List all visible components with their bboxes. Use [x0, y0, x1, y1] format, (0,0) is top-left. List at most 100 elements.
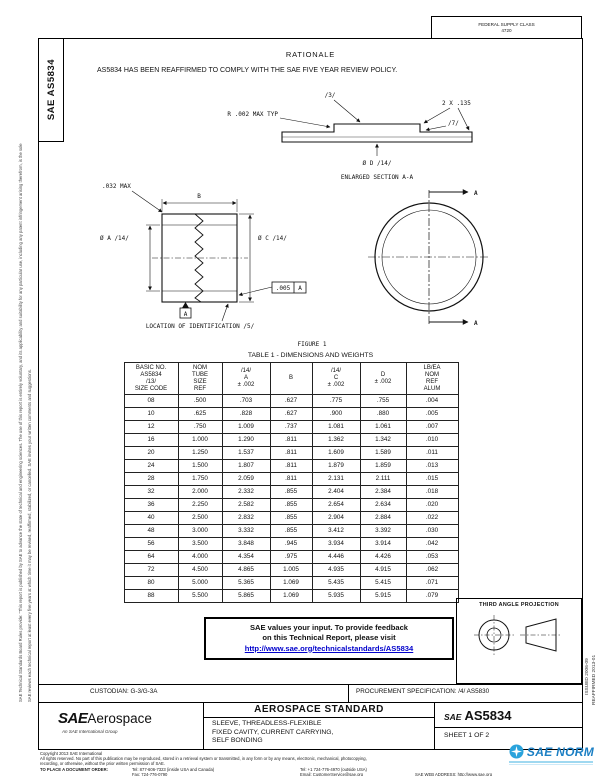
table-cell: 1.362	[311, 433, 361, 448]
table-cell: 24	[123, 459, 179, 474]
feedback-url-link[interactable]: http://www.sae.org/technicalstandards/AS…	[244, 643, 414, 653]
doc-number-sae-label: SAE	[444, 712, 462, 722]
table-cell: .775	[311, 394, 361, 409]
callout-chamfer: 2 X .135	[442, 100, 471, 107]
side-section-view: .032 MAX B Ø A /14/ Ø C /14/ .005 A	[100, 183, 307, 330]
table-cell: 12	[123, 420, 179, 435]
table-cell: 4.354	[221, 549, 271, 564]
table-cell: 5.500	[177, 588, 223, 603]
reaffirmed-date-vertical: REAFFIRMED 2013-01	[592, 654, 597, 705]
table-cell: .855	[269, 497, 313, 512]
table-cell: 1.250	[177, 446, 223, 461]
callout-dia-a: Ø A /14/	[100, 235, 129, 242]
table-cell: 5.935	[311, 588, 361, 603]
table-cell: .007	[405, 420, 459, 435]
title-block-divider-right	[434, 702, 435, 750]
table-cell: .828	[221, 407, 271, 422]
rationale-body: AS5834 HAS BEEN REAFFIRMED TO COMPLY WIT…	[97, 67, 398, 74]
table-cell: 1.000	[177, 433, 223, 448]
table-cell: .625	[177, 407, 223, 422]
class-box-line2: 4720	[501, 27, 512, 33]
table-cell: 16	[123, 433, 179, 448]
table-cell: .500	[177, 394, 223, 409]
figure-caption: FIGURE 1	[298, 341, 327, 348]
fcf-value: .005	[276, 285, 291, 292]
table-cell: 5.865	[221, 588, 271, 603]
table-cell: .811	[269, 446, 313, 461]
saenorm-text: SAE NORM	[526, 744, 594, 759]
table-cell: .855	[269, 523, 313, 538]
feature-control-frame: .005 A	[238, 281, 307, 297]
logo-aerospace-text: Aerospace	[87, 711, 152, 726]
table-cell: 4.500	[177, 562, 223, 577]
table-cell: 3.500	[177, 536, 223, 551]
identification-note: LOCATION OF IDENTIFICATION /5/	[146, 323, 255, 330]
table-cell: 2.832	[221, 510, 271, 525]
table-cell: 3.914	[359, 536, 407, 551]
table-cell: .900	[311, 407, 361, 422]
table-header-cell: B	[269, 361, 313, 396]
table-cell: .020	[405, 497, 459, 512]
table-cell: 1.750	[177, 472, 223, 486]
callout-note3: /3/	[325, 92, 336, 99]
table-cell: 1.807	[221, 459, 271, 474]
title-block-divider-left	[203, 702, 204, 750]
callout-dia-c: Ø C /14/	[258, 235, 287, 242]
table-cell: .855	[269, 510, 313, 525]
title-block-top-line	[38, 702, 583, 703]
table-cell: 4.915	[359, 562, 407, 577]
table-cell: 4.426	[359, 549, 407, 564]
table-cell: .627	[269, 407, 313, 422]
rationale-title: RATIONALE	[285, 50, 336, 59]
table-cell: 2.404	[311, 484, 361, 499]
fcf-datum: A	[298, 285, 302, 292]
table-cell: 2.332	[221, 484, 271, 499]
table-cell: .855	[269, 484, 313, 499]
table-cell: 08	[123, 394, 179, 409]
table-cell: 2.111	[359, 472, 407, 486]
doc-type-heading: AEROSPACE STANDARD	[254, 704, 384, 715]
table-cell: 32	[123, 484, 179, 499]
table-cell: 2.634	[359, 497, 407, 512]
table-cell: .005	[405, 407, 459, 422]
enlarged-section-view: /3/ R .002 MAX TYP 2 X .135 /7/ Ø D /14/…	[227, 92, 473, 181]
table-header-cell: LB/EA NOM REF ALUM	[405, 361, 459, 396]
callout-note7: /7/	[448, 120, 459, 127]
table-cell: .018	[405, 484, 459, 499]
table-cell: .755	[359, 394, 407, 409]
custodian-text: CUSTODIAN: G-3/G-3A	[90, 688, 158, 695]
class-box-line1: FEDERAL SUPPLY CLASS	[478, 21, 535, 27]
table-cell: 3.848	[221, 536, 271, 551]
order-fax: Fax: 724-776-0790	[132, 772, 168, 776]
order-tel-international: Tel: +1 724-776-4970 (outside USA)	[300, 767, 367, 772]
table-cell: 56	[123, 536, 179, 551]
table-cell: 36	[123, 497, 179, 512]
datum-a-flag: A	[179, 302, 192, 319]
section-arrow-a-bottom: A	[474, 320, 478, 327]
enlarged-section-label: ENLARGED SECTION A-A	[341, 174, 414, 181]
custodian-row-divider	[38, 684, 583, 685]
end-view: A A	[368, 189, 490, 327]
logo-sae-text: SAE	[58, 710, 88, 727]
table-cell: .062	[405, 562, 459, 577]
table-cell: 1.589	[359, 446, 407, 461]
order-email: Email: CustomerService@sae.org	[300, 772, 364, 776]
left-margin-disclaimer-2: SAE reviews each technical report at lea…	[27, 369, 32, 702]
table-header-cell: D ± .002	[359, 361, 407, 396]
table-cell: 20	[123, 446, 179, 461]
table-header-cell: NOM TUBE SIZE REF	[177, 361, 223, 396]
table-header-cell: BASIC NO. AS5834 /13/ SIZE CODE	[123, 361, 179, 396]
doc-number-text: AS5834	[464, 708, 512, 723]
table-cell: .627	[269, 394, 313, 409]
table-cell: 4.935	[311, 562, 361, 577]
